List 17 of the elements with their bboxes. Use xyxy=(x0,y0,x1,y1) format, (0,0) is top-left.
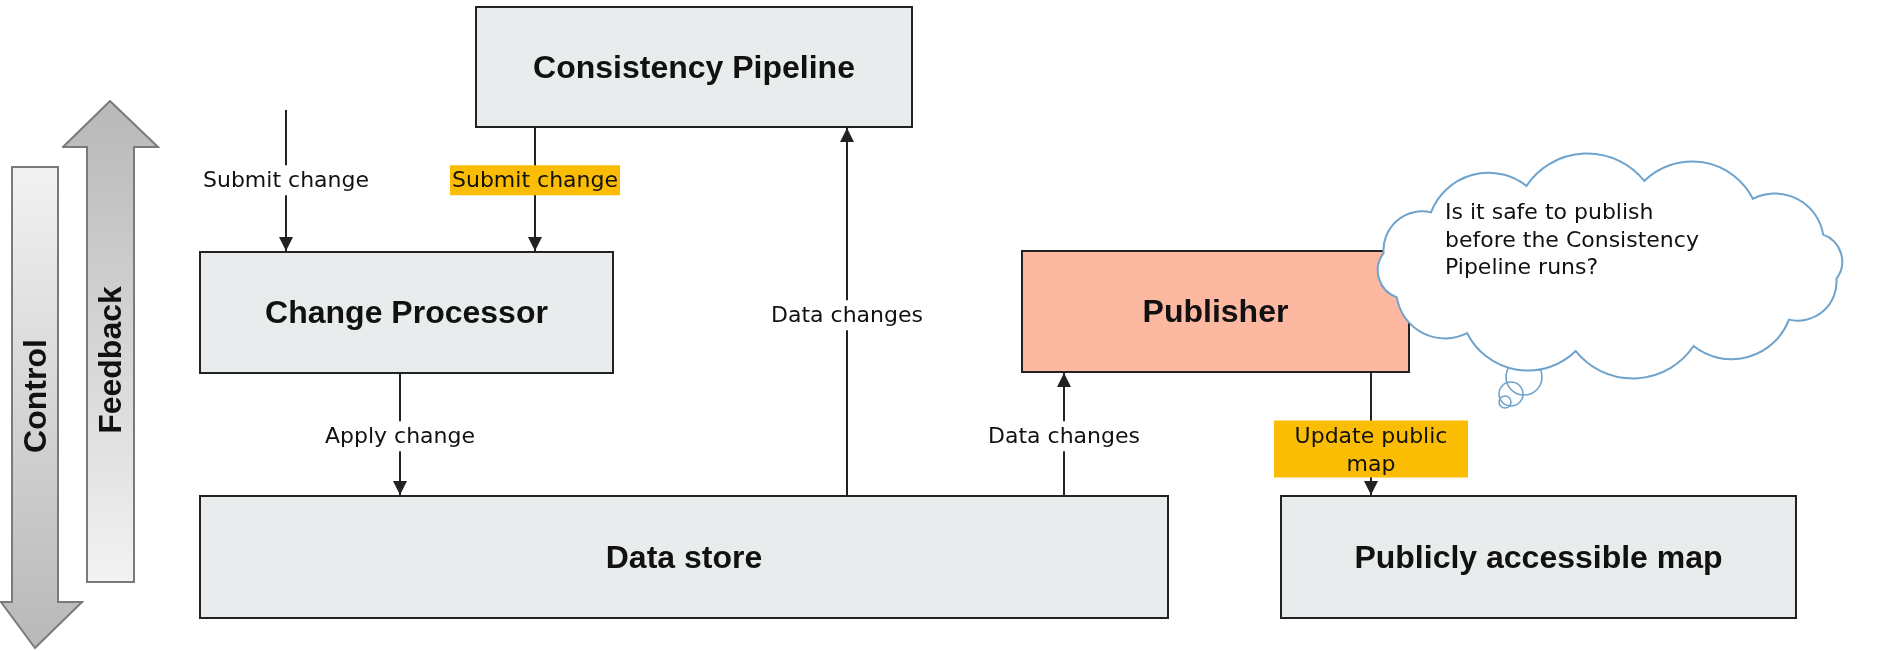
box-label: Change Processor xyxy=(265,294,548,331)
vertical-label: Feedback xyxy=(91,286,129,434)
edge-label: Update public map xyxy=(1274,420,1468,478)
edge-label: Submit change xyxy=(450,165,620,195)
edge-label: Submit change xyxy=(201,165,371,195)
process-box xyxy=(475,6,913,128)
box-label: Consistency Pipeline xyxy=(533,48,855,86)
box-label: Publicly accessible map xyxy=(1354,538,1723,576)
vertical-label: Control xyxy=(16,339,54,453)
process-box xyxy=(1021,250,1410,373)
thought-text: Is it safe to publish before the Consistency Pipeline runs? xyxy=(1445,198,1700,281)
box-label: Data store xyxy=(605,538,763,576)
box-label: Publisher xyxy=(1142,293,1289,330)
arrow xyxy=(840,127,854,496)
process-box xyxy=(199,251,614,374)
process-box xyxy=(1280,495,1797,619)
process-box xyxy=(199,495,1169,619)
